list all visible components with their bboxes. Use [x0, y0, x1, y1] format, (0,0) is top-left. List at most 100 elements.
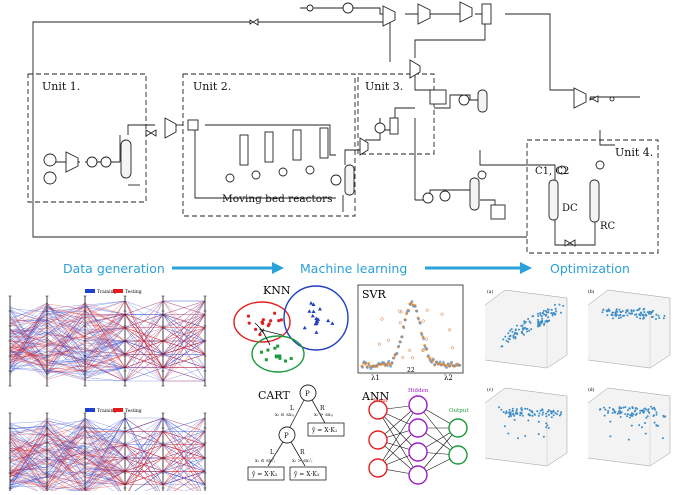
scatter-point — [509, 329, 512, 332]
scatter-point — [537, 414, 540, 417]
scatter-point — [507, 332, 510, 335]
scatter-point — [609, 420, 612, 423]
valve-icon — [145, 129, 157, 137]
scatter-point — [606, 314, 609, 317]
scatter-point — [527, 413, 530, 416]
legend-training-2: Training — [97, 408, 117, 414]
scatter-point — [562, 304, 565, 307]
svr-point-alt — [399, 340, 402, 344]
cart-child-node — [278, 426, 296, 444]
scatter-point — [618, 406, 621, 408]
training-line — [9, 417, 206, 486]
cart-r-2: R — [300, 449, 305, 456]
scatter-point — [547, 311, 550, 314]
scatter-point — [624, 406, 627, 409]
legend-training-swatch — [85, 289, 95, 293]
knn-query-point: × — [258, 327, 266, 337]
plot-box — [587, 387, 671, 467]
knn-green-point — [278, 356, 282, 360]
scatter-point — [632, 413, 635, 416]
scatter-point — [531, 411, 534, 414]
scatter-point — [620, 411, 623, 414]
opt-plot — [484, 387, 568, 467]
scatter-point — [641, 314, 644, 316]
testing-line — [9, 418, 206, 485]
column-icon — [548, 179, 559, 221]
scatter-point — [647, 410, 650, 413]
scatter-point — [530, 328, 533, 331]
svr-outlier — [399, 310, 403, 314]
scatter-point — [655, 424, 658, 427]
svr-panel: SVR λ1 22 λ2 — [357, 284, 464, 382]
scatter-point — [612, 317, 614, 320]
ann-output-node — [448, 418, 468, 438]
svr-point-alt — [389, 364, 392, 368]
scatter-point — [545, 426, 548, 429]
svr-point-alt — [407, 309, 411, 313]
training-line — [9, 348, 205, 382]
column-icon — [120, 139, 132, 179]
stage-bar: Data generation Machine learning Optimiz… — [63, 261, 630, 276]
ann-hidden-node — [408, 418, 428, 438]
scatter-point — [560, 311, 562, 314]
valve-icon — [564, 239, 576, 247]
cart-leaf-b: ŷ = X·K₂ — [251, 471, 278, 478]
scatter-point — [642, 411, 645, 414]
scatter-point — [519, 414, 522, 417]
scatter-point — [537, 433, 540, 436]
svr-outlier — [425, 308, 429, 312]
knn-red-point — [247, 321, 251, 325]
scatter-point — [650, 312, 652, 315]
svr-point-alt — [417, 317, 420, 321]
scatter-point — [517, 328, 520, 331]
scatter-point — [526, 407, 529, 410]
svr-point-alt — [387, 359, 391, 363]
testing-line — [9, 300, 206, 367]
scatter-point — [539, 314, 542, 316]
scatter-point — [537, 420, 540, 423]
knn-blue-point — [314, 330, 319, 334]
scatter-point — [643, 307, 646, 310]
cart-panel: CART P L R xᵢ ≤ sxᵢⱼ xᵢ > sxᵢⱼ ŷ = X·K₁ … — [247, 384, 345, 481]
scatter-point — [614, 411, 616, 414]
scatter-point — [631, 414, 634, 417]
knn-blue-point — [302, 325, 307, 330]
scatter-point — [542, 309, 545, 312]
scatter-point — [622, 406, 625, 409]
testing-line — [9, 300, 206, 368]
scatter-point — [626, 413, 629, 416]
scatter-point — [523, 320, 526, 323]
scatter-point — [621, 310, 624, 313]
cart-leaf-a: ŷ = X·K₁ — [311, 427, 337, 434]
scatter-point — [643, 311, 646, 313]
knn-red-point — [279, 318, 284, 322]
cart-cond-left: xᵢ ≤ sxᵢⱼ — [275, 412, 295, 418]
scatter-point — [655, 411, 658, 414]
scatter-point — [662, 317, 665, 320]
optimization-plots — [484, 289, 671, 467]
scatter-point — [639, 412, 641, 415]
scatter-point — [609, 435, 612, 438]
scatter-point — [556, 410, 559, 413]
scatter-point — [620, 311, 623, 314]
scatter-point — [611, 411, 614, 414]
scatter-point — [551, 314, 554, 317]
scatter-point — [533, 413, 536, 416]
svr-point-alt — [364, 361, 368, 365]
legend-testing-swatch — [113, 289, 123, 293]
testing-line — [9, 307, 206, 369]
unit-3-box — [357, 73, 435, 155]
testing-line — [9, 314, 206, 360]
knn-green-point — [277, 354, 281, 358]
legend-training-swatch-2 — [85, 408, 95, 412]
compressor-icon — [459, 1, 473, 23]
scatter-point — [543, 322, 546, 325]
unit-4-label: Unit 4. — [615, 146, 653, 159]
scatter-point — [537, 322, 540, 325]
knn-blue-point — [317, 307, 322, 311]
knn-blue-point — [309, 301, 314, 305]
scatter-point — [620, 407, 623, 410]
scatter-point — [524, 321, 527, 323]
scatter-point — [638, 424, 641, 427]
